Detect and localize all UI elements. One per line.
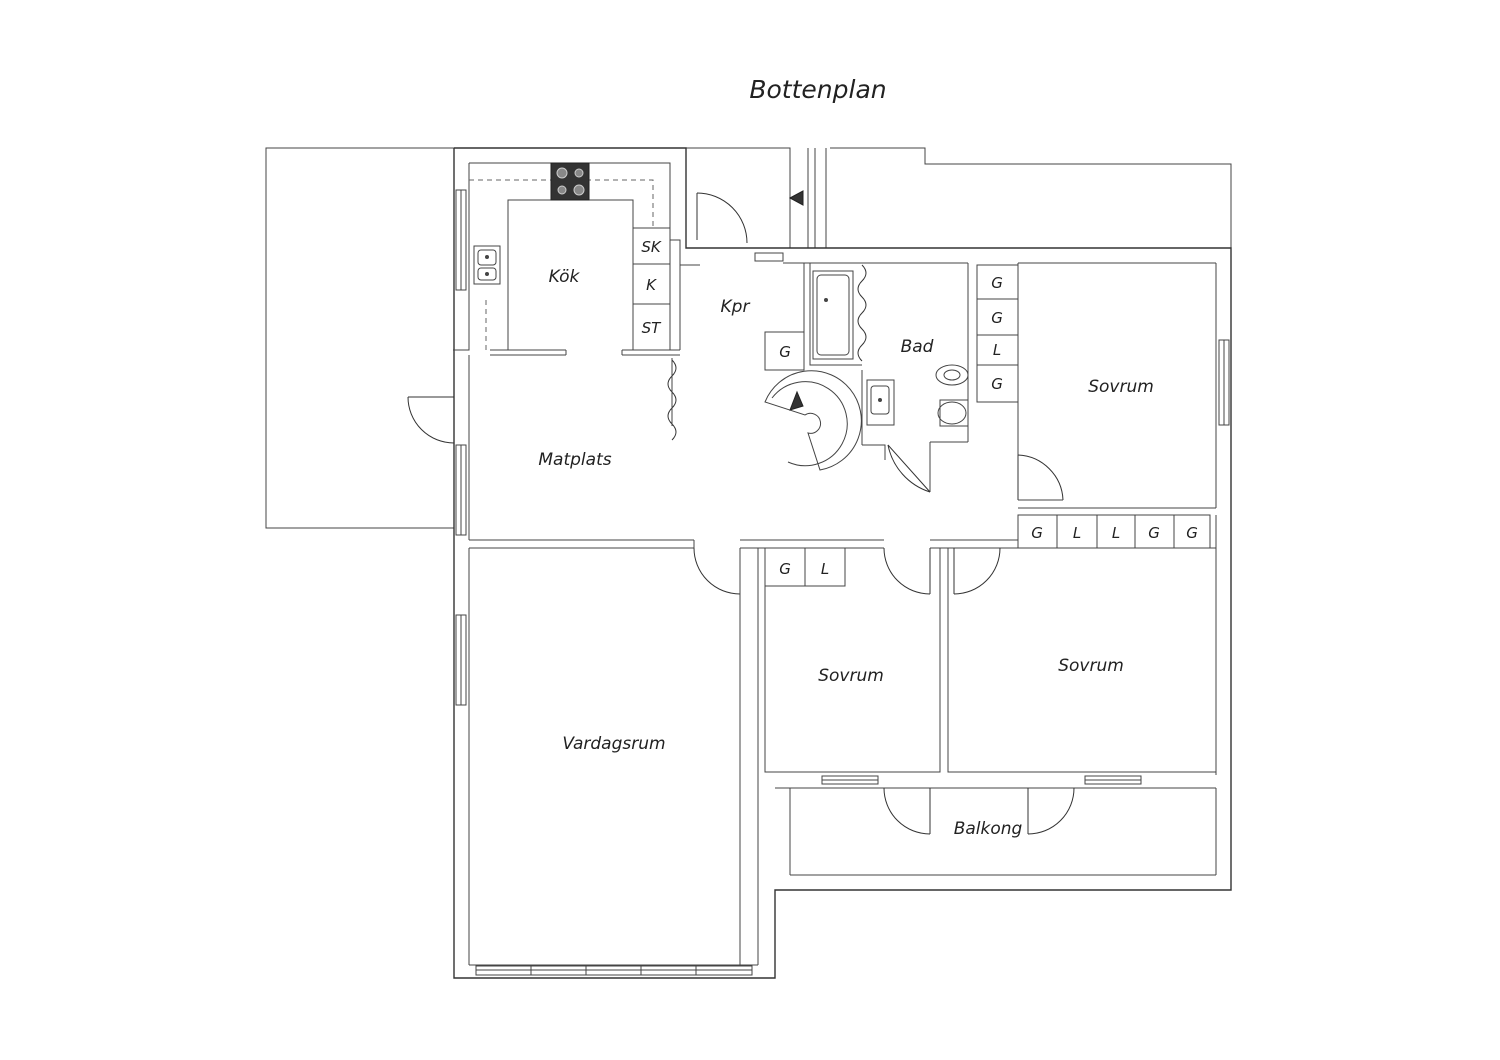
toilet-icon — [935, 364, 969, 427]
bedroom-bottom-right — [947, 548, 1216, 785]
entrance-arrow-icon — [788, 190, 804, 206]
kitchen-unit-k: K — [646, 276, 657, 294]
row-closet-1: G — [1031, 524, 1043, 542]
room-label-matplats: Matplats — [538, 450, 611, 470]
outer-walls — [265, 147, 1232, 979]
small-bedroom-closet-1: G — [779, 560, 791, 578]
row-closet-4: G — [1148, 524, 1160, 542]
dining-hall: G — [407, 192, 968, 536]
bath-closet-2: G — [991, 309, 1003, 327]
bath-closet-4: G — [991, 375, 1003, 393]
hall-lower-walls — [469, 539, 1216, 596]
bedroom-row-closets: G L L G G — [1017, 514, 1211, 549]
upper-terrace — [830, 147, 1232, 249]
row-closet-5: G — [1186, 524, 1198, 542]
room-label-balkong: Balkong — [954, 819, 1023, 839]
living-room — [455, 548, 759, 976]
room-label-bad: Bad — [901, 337, 934, 357]
spiral-stair-icon — [764, 370, 862, 471]
bath-closet-1: G — [991, 274, 1003, 292]
bedroom-top-right — [1017, 262, 1230, 509]
curtain-icon — [667, 359, 677, 441]
room-label-vardagsrum: Vardagsrum — [562, 734, 665, 754]
hall-closet: G — [779, 343, 791, 361]
row-closet-3: L — [1112, 524, 1120, 542]
room-label-sovrum-1: Sovrum — [1088, 377, 1154, 397]
row-closet-2: L — [1073, 524, 1081, 542]
room-label-kpr: Kpr — [721, 297, 751, 317]
bathtub-icon — [812, 270, 854, 360]
cooktop-icon — [550, 162, 590, 201]
balcony — [775, 787, 1216, 835]
kitchen-unit-st: ST — [642, 319, 663, 337]
plan-title: Bottenplan — [749, 75, 886, 104]
bath-side-closets: G G L G — [976, 264, 1019, 403]
bathroom-sink-icon — [866, 379, 895, 426]
bath-closet-3: L — [993, 341, 1001, 359]
kitchen-sink-icon — [473, 245, 501, 285]
room-label-sovrum-2: Sovrum — [818, 666, 884, 686]
left-terrace — [265, 147, 455, 529]
kitchen-unit-sk: SK — [641, 238, 662, 256]
bathroom — [809, 263, 969, 493]
kitchen: SK K ST — [455, 162, 680, 356]
bedroom-middle: G L — [764, 547, 941, 785]
room-label-sovrum-3: Sovrum — [1058, 656, 1124, 676]
small-bedroom-closet-2: L — [821, 560, 829, 578]
room-label-kok: Kök — [549, 267, 581, 287]
